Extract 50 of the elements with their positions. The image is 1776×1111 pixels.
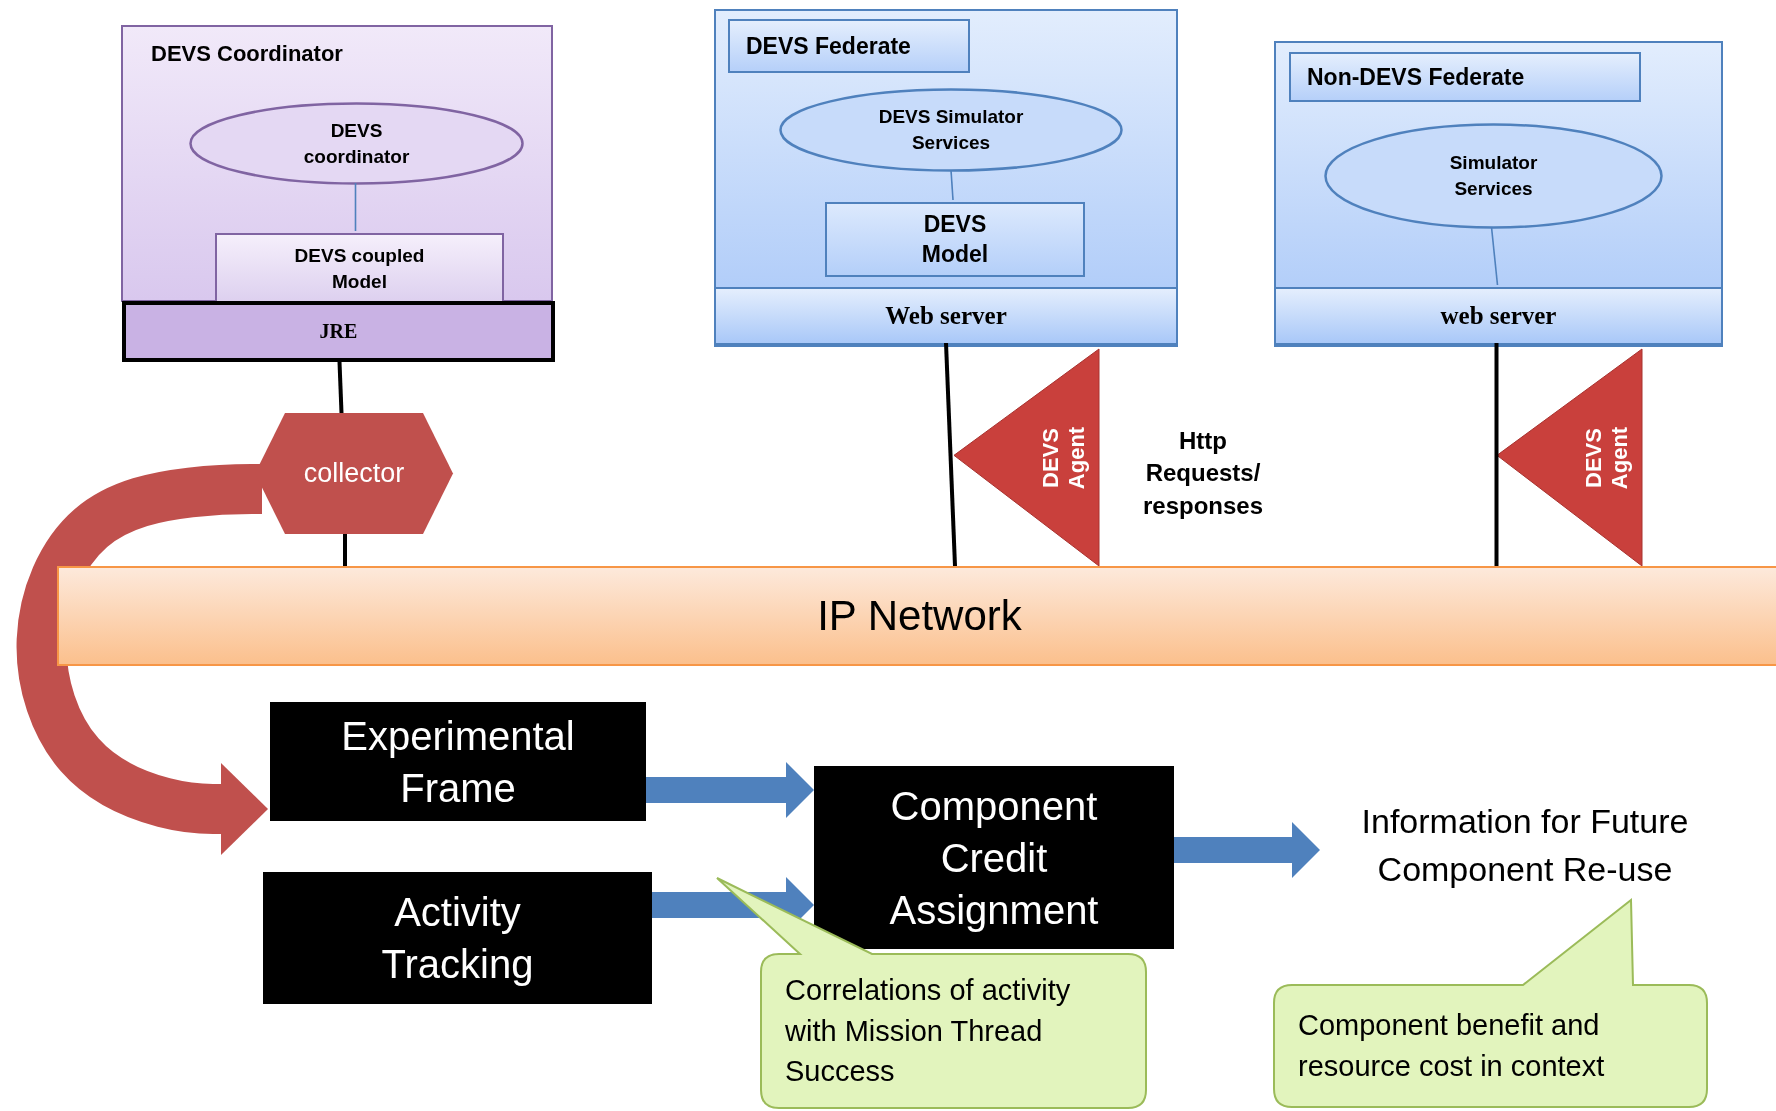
callout-text: Correlations of activity with Mission Thread Success xyxy=(785,973,1072,1090)
box-label: Component Credit Assignment xyxy=(888,782,1100,934)
runtime-bar xyxy=(122,301,555,362)
flag-label: DEVS Agent xyxy=(1580,425,1634,491)
caption-text: Information for Future Component Re-use xyxy=(1320,798,1730,894)
process-box xyxy=(814,766,1174,949)
speech-callout xyxy=(1274,900,1707,1107)
speech-callout xyxy=(717,878,1146,1108)
connector-line xyxy=(1490,226,1499,286)
triangle-flag xyxy=(954,349,1099,566)
hexagon-label: collector xyxy=(303,458,405,489)
box-label: Activity Tracking xyxy=(380,889,535,988)
server-bar xyxy=(714,287,1178,345)
ellipse-label: Simulator Services xyxy=(1448,151,1539,201)
panel-title: DEVS Coordinator xyxy=(151,41,343,67)
flag-label: DEVS Agent xyxy=(1037,425,1091,491)
process-box xyxy=(263,872,652,1004)
box-label: DEVS coupled Model xyxy=(293,243,426,294)
bar-label: JRE xyxy=(319,320,358,343)
server-bar xyxy=(1274,287,1723,345)
process-box xyxy=(215,233,504,304)
triangle-flag xyxy=(1497,349,1642,566)
ellipse-node xyxy=(779,88,1123,172)
connector-line xyxy=(343,534,347,566)
connector-line xyxy=(337,361,344,414)
block-arrow xyxy=(1174,822,1320,878)
panel-heading: DEVS Federate xyxy=(728,19,970,73)
ellipse-node xyxy=(189,102,524,185)
annotation-text: Http Requests/ responses xyxy=(1141,426,1265,521)
container-panel xyxy=(1274,41,1723,347)
box-label: DEVS Model xyxy=(920,209,990,269)
box-label: Experimental Frame xyxy=(340,712,576,812)
connector-line xyxy=(950,169,954,201)
bar-label: Web server xyxy=(885,302,1007,330)
callout-text: Component benefit and resource cost in context xyxy=(1298,1008,1606,1084)
process-box xyxy=(825,202,1085,277)
block-arrow xyxy=(646,762,814,818)
bar-label: web server xyxy=(1440,302,1557,330)
process-box xyxy=(270,702,646,821)
ellipse-label: DEVS coordinator xyxy=(302,118,411,169)
container-panel xyxy=(121,25,553,302)
connector-line xyxy=(944,342,957,567)
container-panel xyxy=(714,9,1178,347)
ellipse-node xyxy=(1324,123,1663,229)
network-band xyxy=(57,566,1776,666)
band-label: IP Network xyxy=(817,592,1022,640)
ellipse-label: DEVS Simulator Services xyxy=(877,105,1025,155)
connector-line xyxy=(1494,343,1499,566)
panel-heading: Non-DEVS Federate xyxy=(1289,52,1641,102)
connector-line xyxy=(354,182,357,232)
